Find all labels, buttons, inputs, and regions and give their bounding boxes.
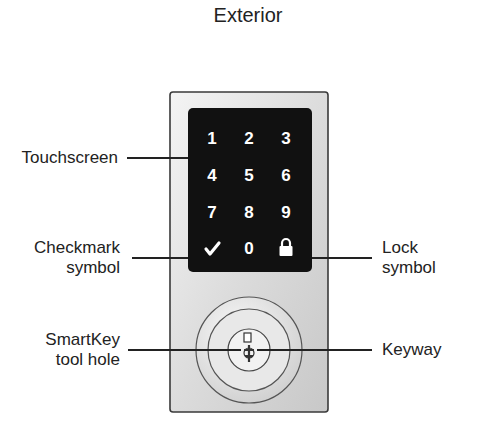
keyway-plug xyxy=(244,348,254,358)
part-label: Checkmark symbol xyxy=(20,238,120,279)
diagram-title: Exterior xyxy=(148,3,348,27)
lock-symbol xyxy=(280,246,293,256)
key-digit: 4 xyxy=(199,166,225,186)
keyway-slot xyxy=(244,345,254,362)
key-digit: 7 xyxy=(199,203,225,223)
part-label: SmartKey tool hole xyxy=(20,330,120,371)
smartkey-tool-hole xyxy=(244,333,251,342)
part-label: Lock symbol xyxy=(382,238,462,279)
touchscreen: 123 456 7890 xyxy=(188,108,312,272)
leader-line xyxy=(257,349,372,351)
key-digit: 9 xyxy=(273,203,299,223)
key-digit: 8 xyxy=(236,203,262,223)
key-digit: 2 xyxy=(236,129,262,149)
part-label: Touchscreen xyxy=(0,148,118,168)
lock-shackle xyxy=(282,239,290,246)
lock-housing xyxy=(170,92,328,412)
key-digit: 1 xyxy=(199,129,225,149)
part-label: Keyway xyxy=(382,340,462,360)
checkmark-symbol xyxy=(206,243,219,254)
leader-line xyxy=(127,157,192,159)
key-digit: 0 xyxy=(236,239,262,259)
key-digit: 6 xyxy=(273,166,299,186)
leader-line xyxy=(128,349,241,351)
key-digit: 5 xyxy=(236,166,262,186)
key-digit: 3 xyxy=(273,129,299,149)
